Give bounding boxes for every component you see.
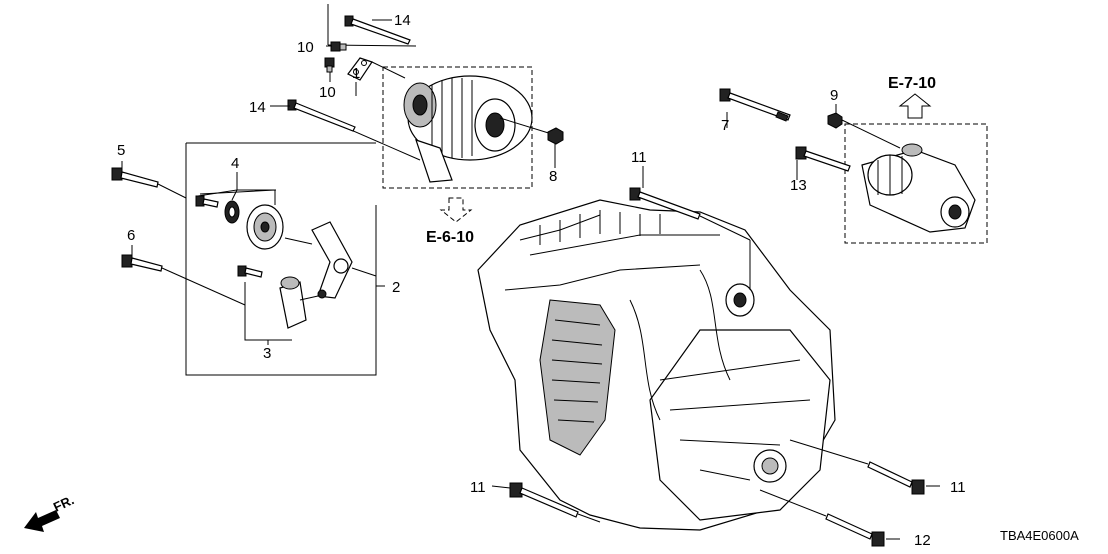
callout-11-top: 11 [631,149,647,166]
figure-code: TBA4E0600A [1000,528,1079,543]
callout-8: 8 [549,168,557,185]
callout-2: 2 [392,279,400,296]
callout-7: 7 [721,117,729,134]
bolt-5 [111,167,187,199]
bolt-14-top [327,4,417,47]
bolt-3-small [237,265,263,278]
reference-e-6-10[interactable]: E-6-10 [426,229,474,246]
nut-8 [547,127,564,163]
callout-3: 3 [263,345,271,362]
bolt-4-short [195,195,219,208]
callout-9: 9 [830,87,838,104]
e-7-10-arrow-icon [898,93,932,119]
starter-group-box [844,123,988,244]
callout-6: 6 [127,227,135,244]
bolt-14-mid [287,99,356,132]
engine-assembly [477,199,836,531]
front-marker-label: FR. [51,492,76,514]
nut-9 [827,112,901,149]
bracket-1 [347,57,406,81]
washer-4 [224,200,240,224]
callout-leaders [121,19,940,540]
callout-11-left: 11 [470,479,486,496]
callout-1: 1 [352,65,360,82]
nut-10-lower [324,57,335,73]
auto-tensioner [279,276,319,329]
bolt-11-left [509,482,601,523]
callout-10-lower: 10 [319,84,336,101]
callout-5: 5 [117,142,125,159]
front-direction-arrow-icon [24,510,60,532]
e-6-10-arrow-icon [439,197,473,223]
bolt-7 [719,88,791,122]
callout-4: 4 [231,155,239,172]
callout-12: 12 [914,532,931,549]
bolt-11-top [629,187,751,290]
alternator [295,75,556,183]
callout-14-mid: 14 [249,99,266,116]
nut-10-upper [330,41,347,52]
tensioner-arm [284,221,377,299]
reference-e-7-10[interactable]: E-7-10 [888,75,936,92]
callout-10-upper: 10 [297,39,314,56]
callout-11-right: 11 [950,479,966,496]
callout-14-top: 14 [394,12,411,29]
starter-motor [861,143,976,233]
bolt-11-right [789,439,925,495]
alternator-group-box [382,66,533,189]
tensioner-group-box [185,142,377,376]
idler-pulley [246,204,284,250]
bolt-12 [759,489,885,547]
bolt-13 [795,146,851,172]
bolt-6 [121,254,246,306]
callout-13: 13 [790,177,807,194]
